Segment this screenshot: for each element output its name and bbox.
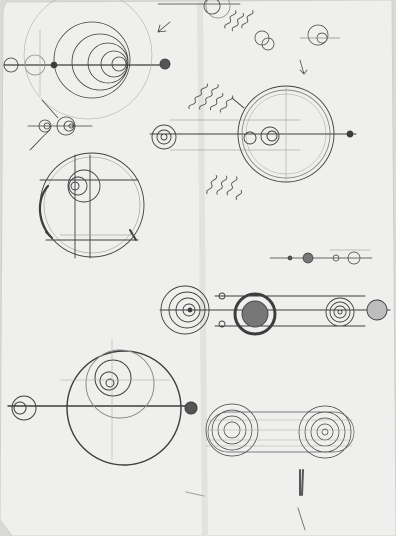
sketch-sheet — [0, 0, 396, 536]
sketch-canvas — [0, 0, 396, 536]
